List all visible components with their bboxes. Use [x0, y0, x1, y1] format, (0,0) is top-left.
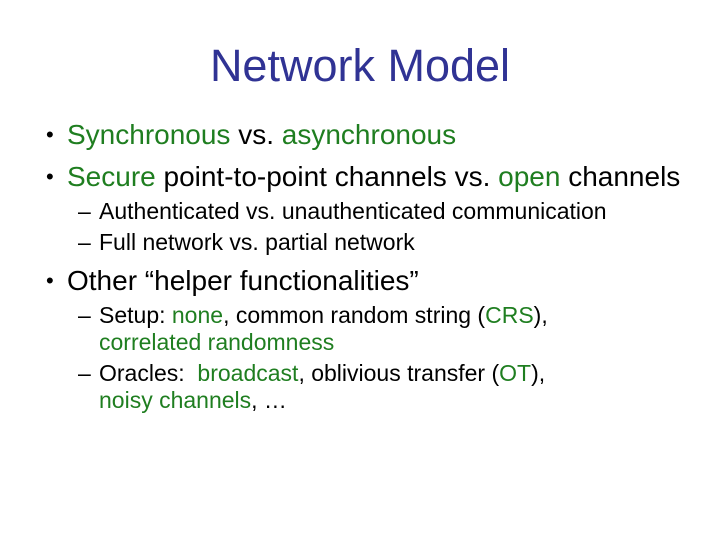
text-run: point-to-point channels vs. — [155, 161, 499, 192]
sub-bullet-item: –Oracles: broadcast, oblivious transfer … — [78, 360, 706, 414]
bullet-dot-icon: • — [46, 268, 54, 293]
text-run: , … — [251, 387, 287, 413]
text-runs: Synchronous vs. asynchronous — [67, 118, 706, 152]
text-run: channels — [560, 161, 681, 192]
text-run: asynchronous — [281, 119, 457, 150]
text-runs: Full network vs. partial network — [99, 229, 706, 256]
bullet-dot-icon: • — [46, 122, 54, 147]
text-run: Full network vs. partial network — [99, 229, 415, 255]
sub-bullet-item: –Full network vs. partial network — [78, 229, 706, 256]
bullet-item: • Secure point-to-point channels vs. open… — [46, 160, 706, 194]
bullet-dash-icon: – — [78, 229, 91, 255]
text-run: open — [498, 161, 561, 192]
text-run: none — [171, 302, 224, 328]
sub-bullet-item: –Authenticated vs. unauthenticated commu… — [78, 198, 706, 225]
text-run: noisy channels — [99, 387, 252, 413]
text-run: Setup: — [99, 302, 172, 328]
text-runs: Secure point-to-point channels vs. open … — [67, 160, 706, 194]
bullet-list: • Synchronous vs. asynchronous • Secure poi… — [0, 118, 720, 414]
text-run: Secure — [67, 161, 156, 192]
bullet-dash-icon: – — [78, 360, 91, 386]
text-run: , oblivious transfer ( — [298, 360, 500, 386]
text-runs: Oracles: broadcast, oblivious transfer (… — [99, 360, 706, 414]
bullet-dash-icon: – — [78, 198, 91, 224]
text-run: ), — [531, 360, 546, 386]
text-run: correlated randomness — [99, 329, 335, 355]
bullet-item: • Other “helper functionalities” — [46, 264, 706, 298]
text-run: Oracles: — [99, 360, 198, 386]
slide-title: Network Model — [209, 40, 511, 91]
text-run: OT — [499, 360, 532, 386]
text-run: , common random string ( — [223, 302, 486, 328]
text-run: Authenticated vs. unauthenticated commun… — [99, 198, 607, 224]
text-runs: Authenticated vs. unauthenticated commun… — [99, 198, 706, 225]
bullet-item: • Synchronous vs. asynchronous — [46, 118, 706, 152]
bullet-dash-icon: – — [78, 302, 91, 328]
text-run: ), — [533, 302, 548, 328]
text-run: Other “helper functionalities” — [67, 265, 419, 296]
sub-bullet-item: –Setup: none, common random string (CRS)… — [78, 302, 706, 356]
bullet-dot-icon: • — [46, 164, 54, 189]
text-runs: Setup: none, common random string (CRS),… — [99, 302, 706, 356]
text-runs: Other “helper functionalities” — [67, 264, 706, 298]
text-run: broadcast — [197, 360, 299, 386]
text-run: vs. — [230, 119, 282, 150]
text-run: CRS — [485, 302, 534, 328]
text-run: Synchronous — [67, 119, 231, 150]
